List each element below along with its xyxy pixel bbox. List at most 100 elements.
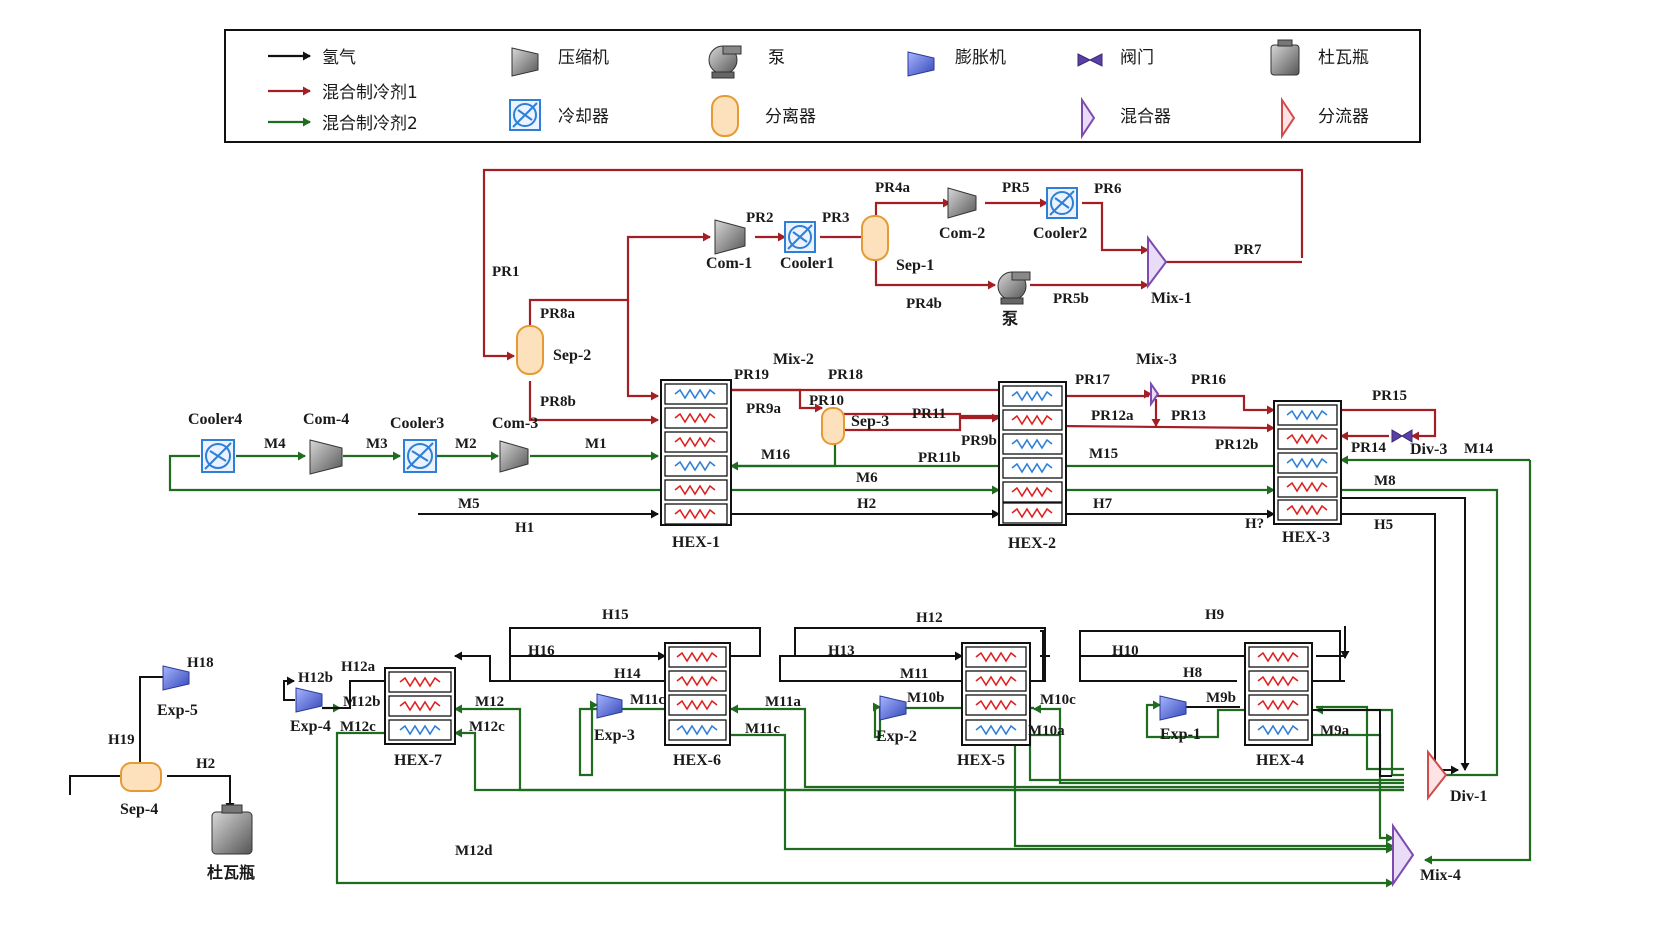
label-mix-4: Mix-4	[1420, 867, 1461, 884]
label-mix-2: Mix-2	[773, 351, 814, 368]
stream-pr16: PR16	[1191, 372, 1226, 388]
label-cooler1: Cooler1	[780, 255, 834, 272]
stream-h16: H16	[528, 643, 555, 659]
div-1-icon	[1427, 749, 1448, 801]
legend-dewar-icon	[1270, 39, 1300, 76]
legend-valve-icon	[1077, 53, 1103, 67]
legend-hydrogen: 氢气	[322, 48, 356, 68]
label-com-2: Com-2	[939, 225, 985, 242]
stream-m12c: M12c	[340, 719, 376, 735]
stream-pr5: PR5	[1002, 180, 1030, 196]
com-3-icon	[499, 440, 529, 473]
legend-cooler: 冷却器	[558, 107, 609, 127]
sep-4-icon	[120, 762, 162, 792]
legend-separator-icon	[711, 95, 739, 137]
stream-m10b: M10b	[907, 690, 945, 706]
stream-m11c-2: M11c	[745, 721, 780, 737]
stream-pr3: PR3	[822, 210, 850, 226]
legend: 氢气 混合制冷剂1 混合制冷剂2 压缩机 冷却器 泵 分离器 膨胀机 阀门 混合…	[224, 29, 1421, 143]
legend-pump-icon	[708, 45, 742, 79]
legend-dewar: 杜瓦瓶	[1318, 48, 1369, 68]
legend-separator: 分离器	[765, 107, 816, 127]
stream-pr15: PR15	[1372, 388, 1407, 404]
label-exp-3: Exp-3	[594, 727, 635, 744]
label-hex-5: HEX-5	[957, 752, 1005, 769]
hex-6	[664, 642, 731, 746]
label-exp-4: Exp-4	[290, 718, 331, 735]
stream-h15: H15	[602, 607, 629, 623]
exp-3-icon	[596, 693, 623, 719]
stream-h2: H2	[857, 496, 876, 512]
sep-3-icon	[821, 407, 845, 445]
pump-icon	[997, 271, 1031, 305]
stream-pr1: PR1	[492, 264, 520, 280]
stream-h12a: H12a	[341, 659, 376, 675]
label-cooler2: Cooler2	[1033, 225, 1087, 242]
legend-box	[224, 29, 1421, 143]
stream-m16: M16	[761, 447, 791, 463]
exp-5-icon	[162, 665, 190, 691]
legend-expander-icon	[907, 51, 935, 77]
stream-h9: H9	[1205, 607, 1224, 623]
label-pump: 泵	[1001, 310, 1018, 328]
stream-m5: M5	[458, 496, 480, 512]
stream-pr6: PR6	[1094, 181, 1122, 197]
stream-h2-sep4: H2	[196, 756, 215, 772]
hex-4	[1244, 642, 1313, 746]
stream-pr9b: PR9b	[961, 433, 997, 449]
legend-mr2: 混合制冷剂2	[322, 114, 418, 134]
stream-m14: M14	[1464, 441, 1494, 457]
exp-1-icon	[1159, 695, 1187, 721]
label-hex-2: HEX-2	[1008, 535, 1056, 552]
stream-m9a: M9a	[1320, 723, 1350, 739]
label-div-1: Div-1	[1450, 788, 1487, 805]
stream-h12b: H12b	[298, 670, 333, 686]
legend-splitter: 分流器	[1318, 107, 1369, 127]
stream-pr4b: PR4b	[906, 296, 942, 312]
hex-3	[1273, 400, 1342, 525]
com-4-icon	[309, 439, 343, 475]
label-exp-1: Exp-1	[1160, 726, 1201, 743]
mr1-streams	[482, 168, 1437, 441]
stream-pr17: PR17	[1075, 372, 1110, 388]
label-dewar: 杜瓦瓶	[207, 863, 255, 882]
label-com-1: Com-1	[706, 255, 752, 272]
stream-h8: H8	[1183, 665, 1202, 681]
stream-h13: H13	[828, 643, 855, 659]
stream-m9b: M9b	[1206, 690, 1236, 706]
stream-pr10: PR10	[809, 393, 844, 409]
sep-1-icon	[861, 215, 889, 261]
com-2-icon	[947, 187, 977, 219]
label-sep-2: Sep-2	[553, 347, 591, 364]
legend-pump: 泵	[768, 48, 785, 68]
stream-h14: H14	[614, 666, 641, 682]
mix-4-icon	[1392, 822, 1415, 888]
stream-h-unknown: H?	[1245, 516, 1264, 532]
stream-pr11b: PR11b	[918, 450, 961, 466]
stream-h18: H18	[187, 655, 214, 671]
legend-mixer: 混合器	[1120, 107, 1171, 127]
stream-m11: M11	[900, 666, 928, 682]
com-1-icon	[714, 219, 746, 255]
stream-m12c-2: M12c	[469, 719, 505, 735]
label-exp-5: Exp-5	[157, 702, 198, 719]
label-hex-6: HEX-6	[673, 752, 721, 769]
stream-m11c: M11c	[630, 692, 665, 708]
label-hex-3: HEX-3	[1282, 529, 1330, 546]
hex-7	[384, 667, 456, 745]
sep-2-icon	[516, 325, 544, 375]
label-sep-4: Sep-4	[120, 801, 158, 818]
legend-compressor-icon	[511, 47, 539, 77]
legend-mr1: 混合制冷剂1	[322, 83, 418, 103]
stream-pr9a: PR9a	[746, 401, 781, 417]
stream-m10a: M10a	[1028, 723, 1065, 739]
hex-5	[961, 642, 1031, 746]
stream-m4: M4	[264, 436, 286, 452]
stream-m10c: M10c	[1040, 692, 1076, 708]
stream-pr13: PR13	[1171, 408, 1206, 424]
hex-1	[660, 379, 732, 526]
stream-h10: H10	[1112, 643, 1139, 659]
stream-pr7: PR7	[1234, 242, 1262, 258]
label-com-3: Com-3	[492, 415, 538, 432]
